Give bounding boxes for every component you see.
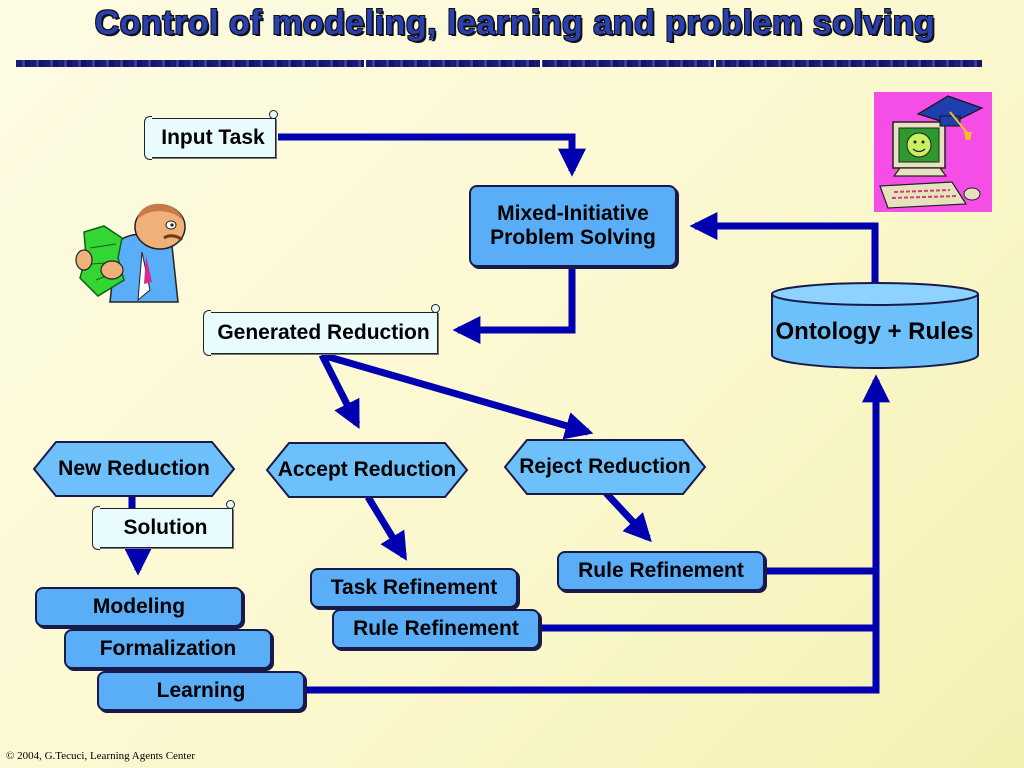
arrow-generated-to-reject <box>321 351 594 440</box>
page-title: Control of modeling, learning and proble… <box>94 4 936 42</box>
mixed-initiative-line-2: Problem Solving <box>490 226 656 249</box>
ontology-rules-label: Ontology + Rules <box>775 318 974 345</box>
arrow-input-to-solver <box>278 133 586 177</box>
arrow-reject-to-rule-refinement <box>603 490 652 543</box>
accept-reduction-label: Accept Reduction <box>277 458 457 481</box>
reject-reduction-hexagon <box>503 439 707 495</box>
new-reduction-hexagon <box>32 441 236 497</box>
rule-refinement-reject-node: Rule Refinement <box>557 551 765 591</box>
mixed-initiative-node: Mixed-Initiative Problem Solving <box>469 185 677 267</box>
accept-reduction-hexagon <box>265 442 469 498</box>
formalization-node: Formalization <box>64 629 272 669</box>
input-task-node: Input Task <box>144 110 278 160</box>
arrow-ontology-to-solver <box>689 212 879 285</box>
new-reduction-label: New Reduction <box>58 457 210 480</box>
expert-person-image <box>75 203 186 303</box>
arrow-accept-to-task-refinement <box>365 495 407 561</box>
copyright-footer: © 2004, G.Tecuci, Learning Agents Center <box>6 750 196 762</box>
line-learning-to-bus <box>306 374 890 694</box>
mixed-initiative-line-1: Mixed-Initiative <box>497 202 649 225</box>
reject-reduction-label: Reject Reduction <box>519 455 691 478</box>
arrow-generated-to-accept <box>318 353 361 429</box>
ontology-cylinder <box>771 282 979 369</box>
computer-with-cap-image <box>874 92 992 212</box>
title-underline <box>16 60 982 67</box>
generated-reduction-node: Generated Reduction <box>203 304 440 356</box>
modeling-node: Modeling <box>35 587 243 627</box>
learning-node: Learning <box>97 671 305 711</box>
arrow-solver-to-generated <box>452 268 576 344</box>
rule-refinement-accept-node: Rule Refinement <box>332 609 540 649</box>
task-refinement-node: Task Refinement <box>310 568 518 608</box>
solution-node: Solution <box>92 500 235 550</box>
